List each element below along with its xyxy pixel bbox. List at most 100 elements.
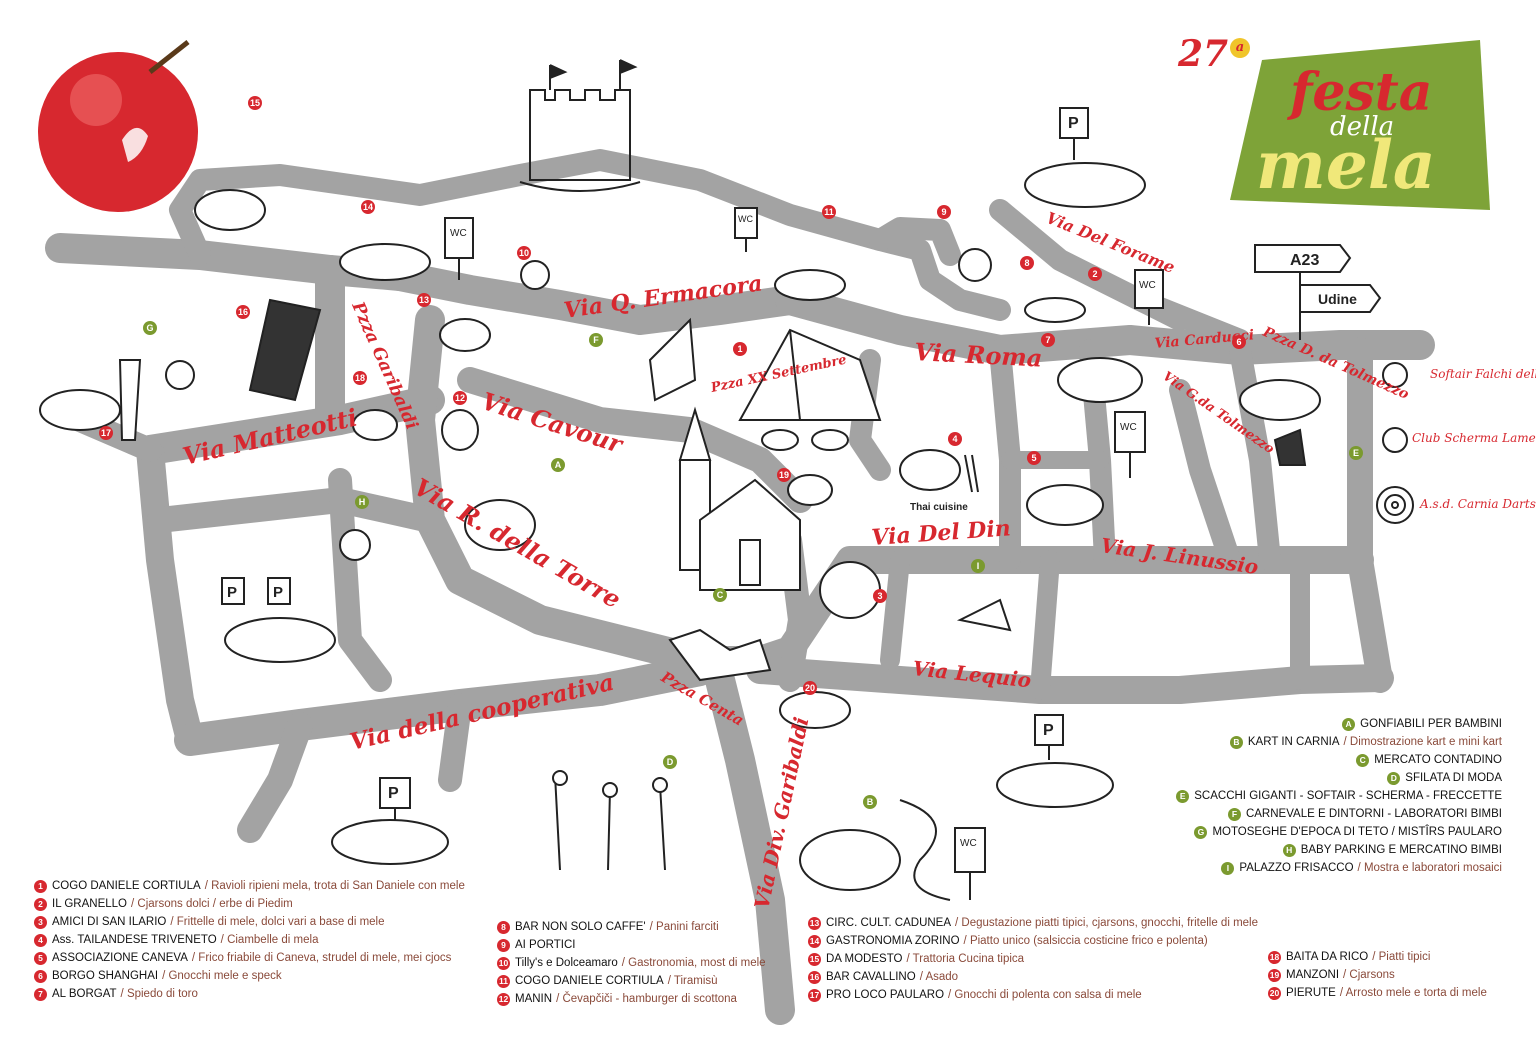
legend-entry-name: AI PORTICI: [515, 939, 576, 951]
svg-text:11: 11: [824, 207, 834, 217]
legend-entry-description: Trattoria Cucina tipica: [906, 950, 1024, 968]
map-marker-number: 11: [822, 205, 836, 219]
svg-text:B: B: [867, 797, 874, 807]
logo-edition-sup: a: [1230, 38, 1250, 58]
legend-marker-badge: B: [1229, 735, 1243, 749]
legend-entry-description: Panini farciti: [650, 918, 719, 936]
map-marker-number: 14: [361, 200, 375, 214]
map-marker-number: 19: [777, 468, 791, 482]
legend-entry: 4 Ass. TAILANDESE TRIVENETO Ciambelle di m…: [34, 931, 465, 949]
festa-della-mela-logo: festa della mela: [1230, 40, 1490, 210]
legend-entry-description: Piatti tipici: [1372, 948, 1431, 966]
svg-text:20: 20: [805, 683, 815, 693]
svg-text:WC: WC: [1139, 280, 1156, 291]
legend-entry-description: Čevapčiči - hamburger di scottona: [556, 990, 737, 1008]
legend-marker-badge: 5: [34, 951, 47, 965]
map-marker-number: 10: [517, 246, 531, 260]
svg-text:2: 2: [1092, 269, 1097, 279]
legend-entry-name: BAITA DA RICO: [1286, 951, 1369, 963]
legend-marker-badge: 1: [34, 879, 47, 893]
side-activity-labels: Softair Falchi della Carnia Club Scherma…: [1412, 367, 1536, 511]
svg-text:6: 6: [1236, 337, 1241, 347]
map-marker-number: 20: [803, 681, 817, 695]
legend-marker-badge: C: [1356, 753, 1370, 767]
svg-text:H: H: [359, 497, 366, 507]
svg-text:1: 1: [737, 344, 742, 354]
map-marker-number: 18: [353, 371, 367, 385]
svg-text:P: P: [227, 584, 237, 601]
svg-text:13: 13: [419, 295, 429, 305]
legend-entry: 20PIERUTEArrosto mele e torta di mele: [1268, 984, 1487, 1002]
label-softair: Softair Falchi della Carnia: [1430, 367, 1536, 381]
legend-entry-name: MANIN: [515, 993, 553, 1005]
legend-marker-badge: 20: [1268, 986, 1281, 1000]
svg-text:3: 3: [877, 591, 882, 601]
map-marker-letter: A: [551, 458, 565, 472]
label-darts: A.s.d. Carnia Darts: [1419, 497, 1536, 511]
map-marker-number: 1: [733, 342, 747, 356]
svg-text:10: 10: [519, 248, 529, 258]
legend-entry-name: PRO LOCO PAULARO: [826, 989, 945, 1001]
legend-marker-badge: 15: [808, 952, 821, 966]
legend-entry-description: Frittelle di mele, dolci vari a base di …: [170, 913, 385, 931]
highway-sign: A23 Udine: [1254, 244, 1382, 340]
legend-entry-description: Piatto unico (salsiccia costicine frico …: [964, 932, 1208, 950]
legend-entry-name: SCACCHI GIGANTI - SOFTAIR - SCHERMA - FR…: [1194, 790, 1502, 802]
castle-icon: [519, 59, 641, 192]
parking-sign-3: P: [996, 714, 1114, 808]
svg-text:WC: WC: [1120, 422, 1137, 433]
legend-marker-badge: 7: [34, 987, 47, 1001]
svg-text:I: I: [977, 561, 980, 571]
legend-entry-description: Gnocchi mele e speck: [162, 967, 281, 985]
svg-text:12: 12: [455, 393, 465, 403]
legend-entry-name: AL BORGAT: [52, 988, 117, 1000]
church-icon: [678, 406, 801, 591]
svg-text:18: 18: [355, 373, 365, 383]
map-marker-letter: B: [863, 795, 877, 809]
legend-entry-description: Frico friabile di Caneva, strudel di mel…: [192, 949, 451, 967]
legend-marker-badge: 4: [34, 933, 47, 947]
svg-text:D: D: [667, 757, 674, 767]
label-scherma: Club Scherma Lame Friulane: [1412, 431, 1536, 445]
legend-marker-badge: 17: [808, 988, 821, 1002]
legend-entry-name: MANZONI: [1286, 969, 1340, 981]
legend-entry-name: GASTRONOMIA ZORINO: [826, 935, 960, 947]
parking-sign-4: P: [331, 777, 449, 865]
legend-entry-description: Ciambelle di mela: [221, 931, 318, 949]
map-marker-letter: I: [971, 559, 985, 573]
logo-festa: festa: [1286, 62, 1432, 123]
legend-entry-description: Spiedo di toro: [121, 985, 198, 1003]
map-marker-number: 6: [1232, 335, 1246, 349]
legend-marker-badge: 6: [34, 969, 47, 983]
legend-entry-name: Ass. TAILANDESE TRIVENETO: [52, 934, 217, 946]
legend-entry: 12MANINČevapčiči - hamburger di scottona: [497, 990, 766, 1008]
svg-text:17: 17: [101, 428, 111, 438]
legend-entry-name: KART IN CARNIA: [1247, 736, 1340, 748]
legend-entry-name: BAR NON SOLO CAFFE': [515, 921, 646, 933]
sketch-illustrations: [39, 189, 1414, 901]
map-marker-letter: D: [663, 755, 677, 769]
svg-text:7: 7: [1045, 335, 1050, 345]
parking-sign-1: P: [1024, 107, 1146, 208]
svg-text:Thai cuisine: Thai cuisine: [910, 502, 968, 513]
legend-marker-badge: 2: [34, 897, 47, 911]
legend-entry-name: IL GRANELLO: [52, 898, 127, 910]
legend-entry-name: Tilly's e Dolceamaro: [515, 957, 618, 969]
